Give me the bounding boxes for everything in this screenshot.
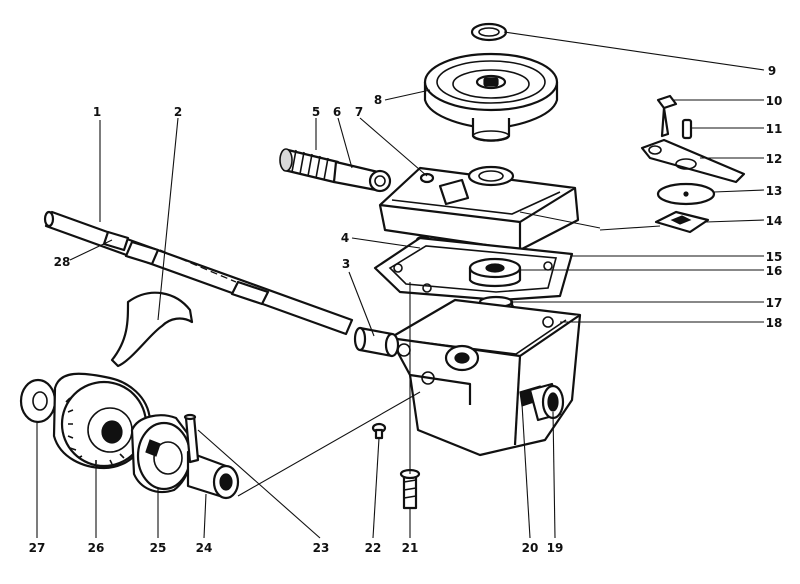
part-plate	[654, 210, 710, 234]
callout-11: 11	[766, 122, 783, 136]
callout-26: 26	[88, 541, 105, 555]
callout-18: 18	[766, 316, 783, 330]
part-screw-small	[371, 422, 387, 440]
callout-15: 15	[766, 250, 783, 264]
callout-labels: 1 2 3 4 5 6 7 8 9 10 11 12 13 14 15 16 1…	[29, 64, 783, 555]
callout-19: 19	[547, 541, 564, 555]
part-pin	[183, 413, 200, 464]
part-seal-ring	[470, 22, 508, 42]
callout-22: 22	[365, 541, 382, 555]
part-worm-gear	[52, 372, 152, 470]
part-cover	[378, 165, 580, 252]
part-clutch	[130, 414, 193, 494]
callout-27: 27	[29, 541, 46, 555]
callout-10: 10	[766, 94, 783, 108]
part-thrust-washer	[19, 378, 57, 424]
part-main-shaft	[43, 210, 354, 336]
callout-4: 4	[341, 231, 349, 245]
part-disc	[656, 182, 716, 206]
part-bolt	[399, 468, 421, 510]
part-shift-fork	[110, 291, 194, 368]
callout-20: 20	[522, 541, 539, 555]
part-bearing	[468, 257, 522, 288]
callout-5: 5	[312, 105, 320, 119]
part-lever	[640, 138, 746, 184]
callout-2: 2	[174, 105, 182, 119]
callout-21: 21	[402, 541, 419, 555]
callout-16: 16	[766, 264, 783, 278]
part-output-seal	[528, 382, 565, 422]
callout-25: 25	[150, 541, 167, 555]
callout-17: 17	[766, 296, 783, 310]
callout-8: 8	[374, 93, 382, 107]
callout-14: 14	[766, 214, 783, 228]
callout-28: 28	[54, 255, 71, 269]
part-sleeve	[186, 450, 240, 500]
callout-12: 12	[766, 152, 783, 166]
callout-7: 7	[355, 105, 363, 119]
part-plunger	[332, 160, 392, 193]
part-pulley	[423, 52, 559, 142]
part-gearbox-housing	[388, 298, 582, 457]
callout-6: 6	[333, 105, 341, 119]
leader-lines	[36, 31, 765, 539]
callout-23: 23	[313, 541, 330, 555]
part-spring	[279, 148, 340, 184]
part-screw-10	[656, 94, 678, 138]
callout-13: 13	[766, 184, 783, 198]
callout-24: 24	[196, 541, 213, 555]
callout-3: 3	[342, 257, 350, 271]
callout-1: 1	[93, 105, 101, 119]
callout-9: 9	[768, 64, 776, 78]
part-bushing	[353, 326, 400, 358]
part-pin-11	[681, 118, 693, 140]
